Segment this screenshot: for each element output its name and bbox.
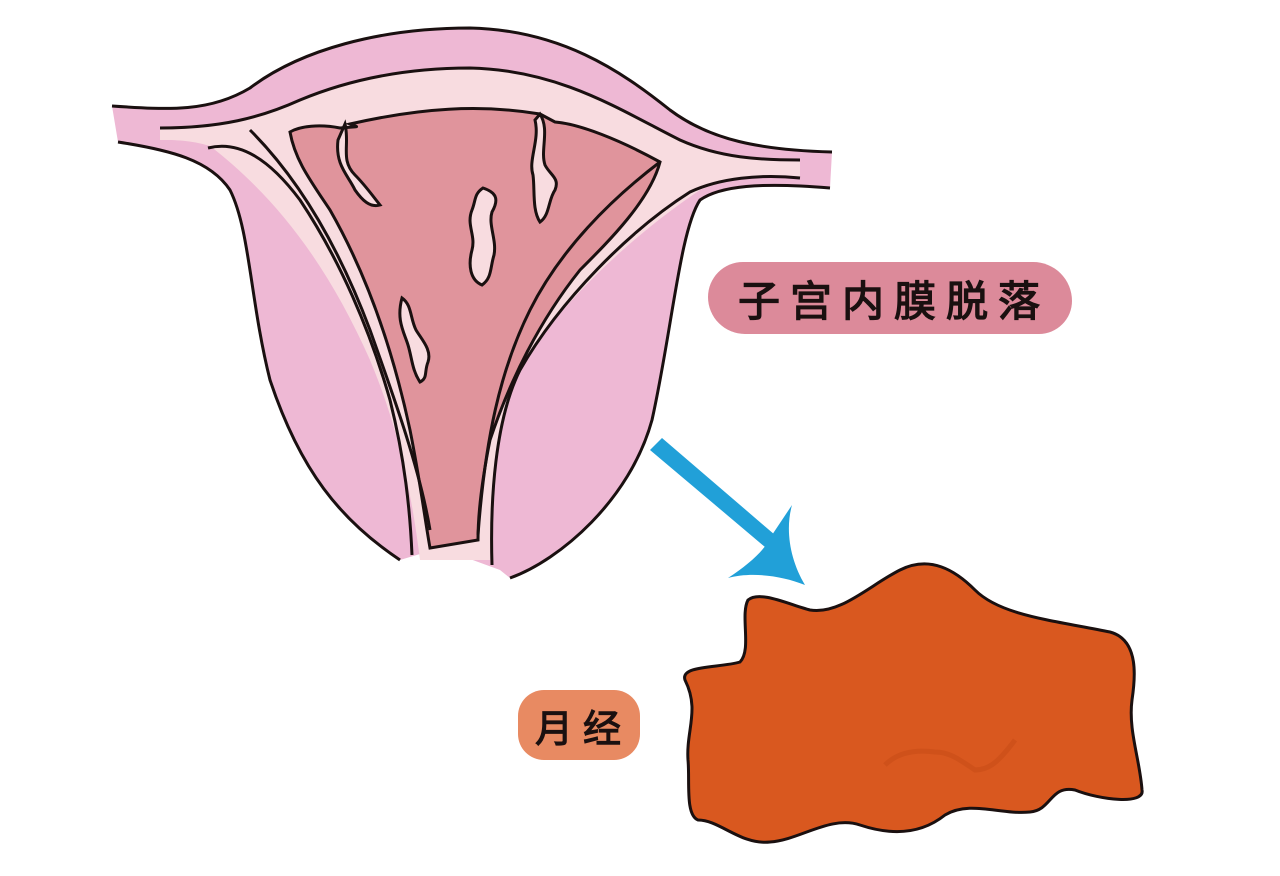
menstruation-text: 月经: [534, 706, 631, 751]
arrow-icon: [650, 438, 805, 585]
uterus-outline-left-mid: [248, 128, 432, 531]
shed-fragment: [530, 111, 558, 225]
shed-fragment: [336, 119, 383, 208]
menstruation-label: 月经: [518, 690, 640, 760]
uterus-outline-top: [111, 26, 833, 154]
uterus-outline-right-mid: [476, 160, 661, 536]
uterus-outline-left-outer: [117, 140, 401, 562]
shed-fragment: [468, 186, 498, 287]
uterus-outline-right-inner: [490, 175, 801, 566]
uterus-outline-left-inner: [207, 144, 414, 556]
endometrium-shedding-label: 子宫内膜脱落: [708, 262, 1072, 334]
menstrual-blood-blob: [683, 562, 1144, 844]
shed-fragment: [398, 295, 431, 384]
endometrium-cavity: [288, 107, 662, 550]
blood-texture: [883, 738, 1017, 773]
uterus-illustration: [111, 26, 833, 580]
endometrium-shedding-text: 子宫内膜脱落: [737, 276, 1050, 326]
uterus-outline-right-outer: [509, 183, 831, 580]
uterus-outline-inner-top: [159, 66, 801, 162]
